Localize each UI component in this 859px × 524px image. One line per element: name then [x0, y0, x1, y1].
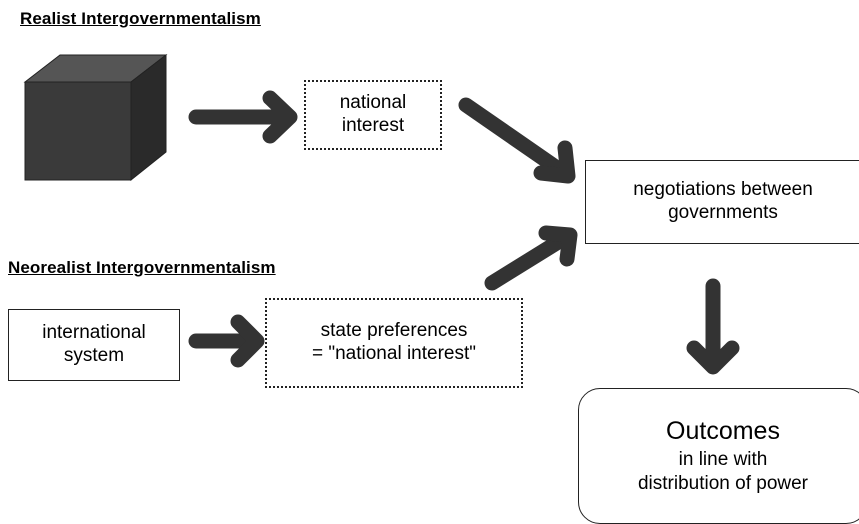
arrow-negotiations-to-outcomes — [686, 278, 740, 375]
state-preferences-line1: state preferences — [320, 320, 468, 342]
arrow-international-system-to-state-preferences — [188, 314, 265, 368]
international-system-line2: system — [63, 345, 125, 366]
negotiations-line1: negotiations between — [633, 179, 813, 201]
national-interest-line1: national — [339, 92, 407, 114]
state-preferences-line2: = "national interest" — [311, 343, 476, 364]
outcomes-line2: distribution of power — [637, 473, 809, 495]
neorealist-heading: Neorealist Intergovernmentalism — [8, 258, 276, 277]
arrow-cube-to-national-interest — [188, 90, 298, 144]
national-interest-box: national interest — [304, 80, 442, 150]
arrow-state-preferences-to-negotiations — [484, 225, 578, 291]
outcomes-title: Outcomes — [666, 417, 780, 446]
negotiations-line2: governments — [668, 202, 778, 223]
international-system-line1: international — [42, 322, 146, 344]
international-system-box: international system — [8, 309, 180, 381]
arrow-national-interest-to-negotiations — [458, 97, 576, 184]
state-preferences-box: state preferences = "national interest" — [265, 298, 523, 388]
realist-heading: Realist Intergovernmentalism — [20, 9, 261, 28]
negotiations-box: negotiations between governments — [585, 160, 859, 244]
outcomes-box: Outcomes in line with distribution of po… — [578, 388, 859, 524]
outcomes-line1: in line with — [678, 448, 768, 470]
diagram-graphics — [23, 53, 740, 375]
national-interest-line2: interest — [341, 115, 405, 136]
black-box-cube — [23, 53, 168, 182]
